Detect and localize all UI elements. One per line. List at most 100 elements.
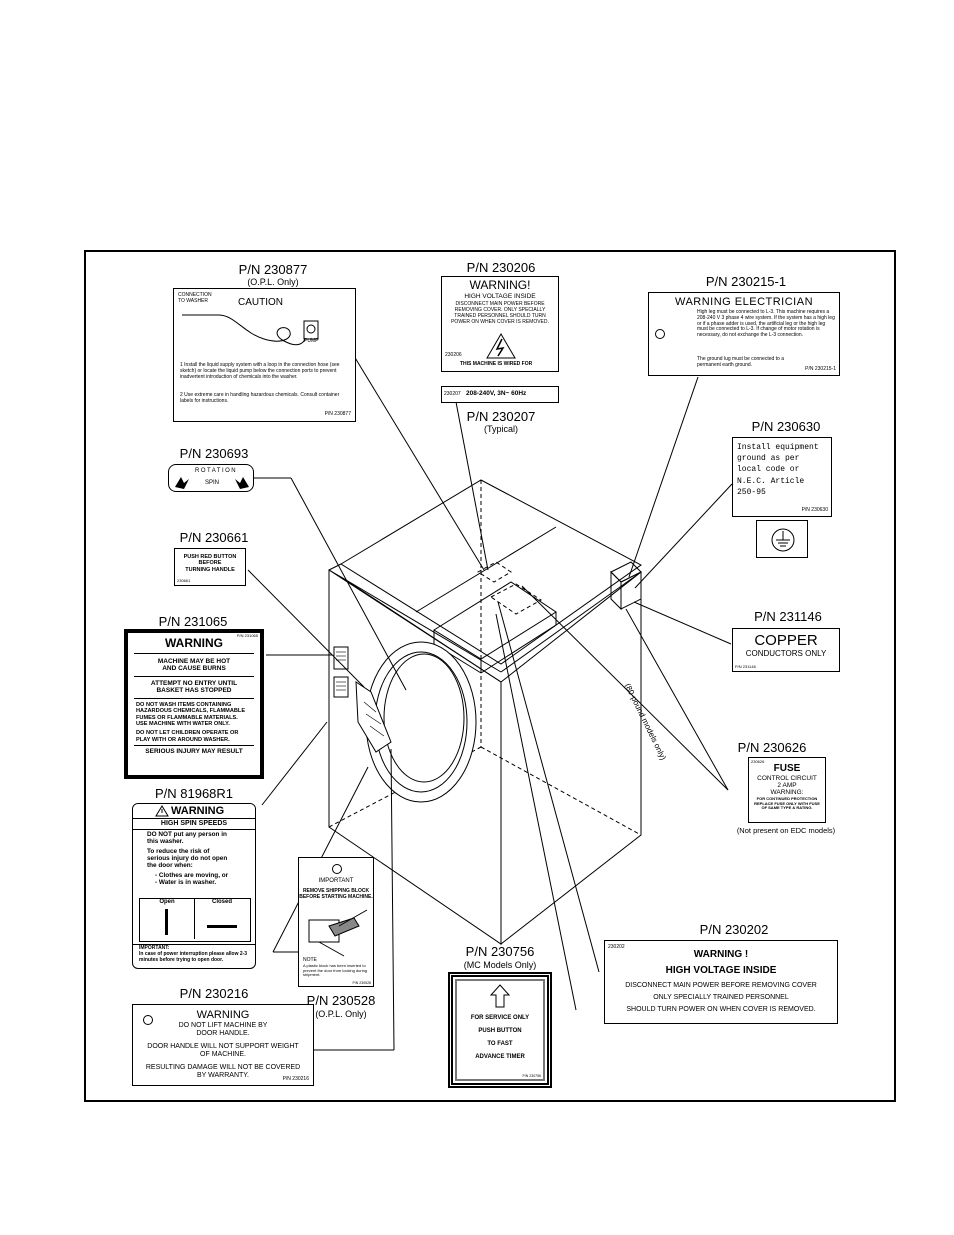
label-231065-l6: HAZARDOUS CHEMICALS, FLAMMABLE xyxy=(136,708,246,715)
label-230202-t2: HIGH VOLTAGE INSIDE xyxy=(665,964,777,976)
label-81968r1-l4: serious injury do not open xyxy=(147,855,228,863)
label-230202-l3: SHOULD TURN POWER ON WHEN COVER IS REMOV… xyxy=(626,1006,816,1014)
mounting-hole xyxy=(655,329,665,339)
label-81968r1-l1: DO NOT put any person in xyxy=(147,831,227,839)
hose-loop-icon xyxy=(182,314,319,346)
label-230693-rotation: ROTATION xyxy=(195,468,238,474)
label-230206-body: DISCONNECT MAIN POWER BEFORE REMOVING CO… xyxy=(451,301,549,325)
label-231065-l8: USE MACHINE WITH WATER ONLY. xyxy=(136,720,230,727)
label-230877-text1: 1 Install the liquid supply system with … xyxy=(180,362,340,380)
label-230626-l4: FOR CONTINUED PROTECTION xyxy=(756,795,818,801)
label-230756-l2: PUSH BUTTON xyxy=(478,1027,522,1034)
label-230216-l1: DO NOT LIFT MACHINE BY xyxy=(178,1021,268,1029)
label-230661-line2: BEFORE xyxy=(198,560,222,567)
mounting-hole xyxy=(143,1015,153,1025)
label-231065-l10: PLAY WITH OR AROUND WASHER. xyxy=(136,736,230,743)
label-230202-l1: DISCONNECT MAIN POWER BEFORE REMOVING CO… xyxy=(625,982,817,989)
label-231065: P/N 231065 WARNING MACHINE MAY BE HOT AN… xyxy=(124,629,264,779)
warning-triangle-icon xyxy=(155,805,169,817)
label-230756-l1: FOR SERVICE ONLY xyxy=(470,1015,530,1021)
label-230630-body: Install equipment ground as per local co… xyxy=(737,443,819,497)
label-230216-title: WARNING xyxy=(196,1009,250,1021)
label-231146-foot: P/N 231146 xyxy=(735,664,756,670)
label-230202-code: 230202 xyxy=(608,944,625,950)
label-230206-code: 230206 xyxy=(445,352,462,358)
pn-231146: P/N 231146 xyxy=(754,609,822,624)
pn-231065: P/N 231065 xyxy=(158,614,228,629)
pn-230215-1: P/N 230215-1 xyxy=(705,274,787,289)
label-81968r1-closed: Closed xyxy=(211,899,232,905)
label-230202-l2: ONLY SPECIALLY TRAINED PERSONNEL xyxy=(653,994,789,1002)
label-230626-note: (Not present on EDC models) xyxy=(736,826,836,835)
label-230626-l1: CONTROL CIRCUIT xyxy=(757,774,817,782)
label-230528-note-body: A plastic block has been inserted to pre… xyxy=(303,963,368,978)
closed-indicator-icon xyxy=(207,925,237,928)
label-230756-l4: ADVANCE TIMER xyxy=(475,1053,525,1060)
label-81968r1-l7: - Water is in washer. xyxy=(155,879,217,887)
label-230528-note: NOTE xyxy=(303,957,317,963)
label-230693-spin: SPIN xyxy=(205,480,220,486)
label-81968r1-l2: this washer. xyxy=(147,838,184,846)
pn-230661: P/N 230661 xyxy=(179,530,249,545)
ground-symbol-label xyxy=(756,520,808,558)
label-231065-title: WARNING xyxy=(165,636,223,650)
label-231065-l2: AND CAUSE BURNS xyxy=(162,665,226,673)
label-230756-l3: TO FAST xyxy=(487,1040,513,1047)
label-231065-l7: FUMES OR FLAMMABLE MATERIALS. xyxy=(136,714,238,721)
label-231146: COPPER CONDUCTORS ONLY P/N 231146 xyxy=(732,628,840,672)
label-230216-l3: DOOR HANDLE WILL NOT SUPPORT WEIGHT xyxy=(147,1042,299,1050)
label-230630: Install equipment ground as per local co… xyxy=(732,437,832,517)
label-230693: ROTATION SPIN xyxy=(168,464,254,492)
label-81968r1-imp: IMPORTANT: xyxy=(139,945,170,951)
label-230877-foot: P/N 230877 xyxy=(324,411,351,418)
open-indicator-icon xyxy=(165,909,168,935)
pn-230877: P/N 230877 xyxy=(238,262,308,277)
label-230528: IMPORTANT REMOVE SHIPPING BLOCK BEFORE S… xyxy=(298,857,374,987)
label-230206-wired: THIS MACHINE IS WIRED FOR xyxy=(460,361,533,367)
label-230877-caution: CAUTION xyxy=(238,297,283,308)
shipping-block-icon xyxy=(308,909,368,957)
pn-230877-sub: (O.P.L. Only) xyxy=(247,277,299,287)
label-230661: PUSH RED BUTTON BEFORE TURNING HANDLE 23… xyxy=(174,548,246,586)
label-230661-line3: TURNING HANDLE xyxy=(185,566,235,573)
pn-230528: P/N 230528 xyxy=(306,993,376,1008)
label-230626-l3: WARNING: xyxy=(770,789,804,797)
label-81968r1-open: Open xyxy=(159,899,175,905)
pn-230206: P/N 230206 xyxy=(466,260,536,275)
diagram-frame: P/N 230877 (O.P.L. Only) CONNECTION TO W… xyxy=(84,250,896,1102)
label-230216-l4: OF MACHINE. xyxy=(200,1050,246,1058)
label-230215-1-foot: P/N 230215-1 xyxy=(805,366,836,373)
label-231065-l5: DO NOT WASH ITEMS CONTAINING xyxy=(136,701,232,708)
label-231065-l3: ATTEMPT NO ENTRY UNTIL xyxy=(150,679,238,687)
label-230207: 230207 208-240V, 3N~ 60Hz xyxy=(441,386,559,403)
label-230630-foot: P/N 230630 xyxy=(801,507,828,514)
label-230626-code: 230626 xyxy=(751,759,765,764)
high-voltage-icon xyxy=(486,333,516,359)
label-81968r1-l6: - Clothes are moving, or xyxy=(155,871,229,879)
label-231146-small: CONDUCTORS ONLY xyxy=(745,649,827,659)
hang-hole xyxy=(332,864,342,874)
label-230202: 230202 WARNING ! HIGH VOLTAGE INSIDE DIS… xyxy=(604,940,838,1024)
label-230206-line2: HIGH VOLTAGE INSIDE xyxy=(464,292,536,300)
label-230528-title: IMPORTANT xyxy=(318,878,354,884)
label-81968r1-h: HIGH SPIN SPEEDS xyxy=(160,820,228,827)
label-231146-big: COPPER xyxy=(754,632,818,649)
label-231065-l4: BASKET HAS STOPPED xyxy=(156,687,232,695)
label-230626-l6: OF SAME TYPE & RATING. xyxy=(761,805,813,811)
label-81968r1: WARNING HIGH SPIN SPEEDS DO NOT put any … xyxy=(132,803,256,969)
label-81968r1-l3: To reduce the risk of xyxy=(147,847,210,855)
label-230528-foot: P/N 230528 xyxy=(352,980,372,985)
washer-drawing xyxy=(247,355,733,1051)
label-230216-l2: DOOR HANDLE. xyxy=(196,1029,250,1037)
label-230206: WARNING! HIGH VOLTAGE INSIDE DISCONNECT … xyxy=(441,276,559,372)
label-230661-foot: 230661 xyxy=(177,578,191,584)
label-230215-1: WARNING ELECTRICIAN High leg must be con… xyxy=(648,292,840,376)
pn-230693: P/N 230693 xyxy=(179,446,249,461)
label-230216-foot: P/N 230216 xyxy=(282,1076,309,1083)
label-230215-1-title: WARNING ELECTRICIAN xyxy=(674,296,814,308)
pn-81968r1: P/N 81968R1 xyxy=(154,786,234,801)
up-arrow-icon xyxy=(489,984,511,1008)
label-231065-l9: DO NOT LET CHILDREN OPERATE OR xyxy=(136,730,239,737)
label-230877-pump: PUMP xyxy=(304,338,319,344)
rotation-arrows-icon xyxy=(175,477,249,489)
